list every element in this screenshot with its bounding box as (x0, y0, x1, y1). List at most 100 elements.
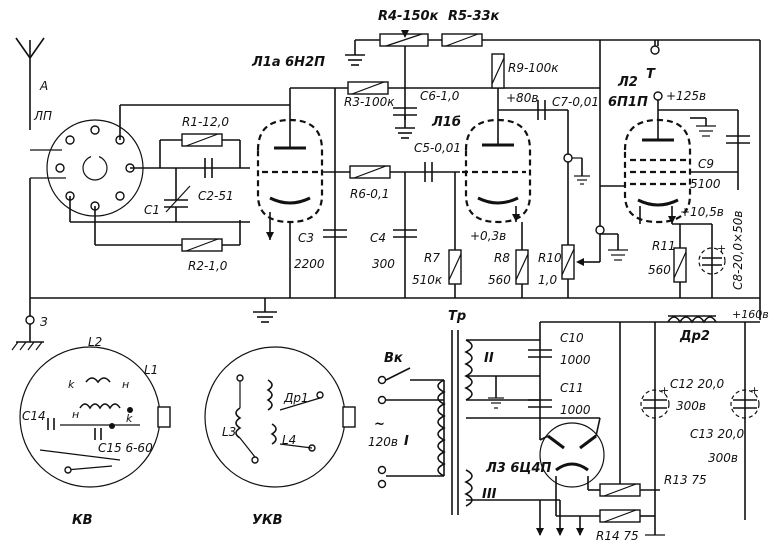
capacitor-c11 (528, 399, 552, 408)
c4-value: 300 (372, 257, 395, 271)
resistor-r14 (599, 509, 641, 523)
c11-label: C11 (560, 381, 584, 395)
r2-label: R2-1,0 (188, 259, 228, 273)
tube-l1b (462, 88, 532, 224)
winding-2-label: II (484, 351, 494, 366)
l2-name-label: Л2 (617, 75, 638, 90)
ukv-coil-unit (204, 346, 356, 488)
r6-label: R6-0,1 (350, 187, 389, 201)
choke-label: Др2 (679, 329, 710, 344)
resistor-r2 (181, 238, 223, 252)
c8-label: C8-20,0×50в (731, 211, 745, 290)
c5-label: C5-0,01 (414, 141, 461, 155)
tube-l1a (256, 105, 324, 298)
tube-l3 (539, 422, 605, 490)
kv-k1-label: k (68, 378, 75, 391)
r10-value: 1,0 (538, 273, 557, 287)
c12-label: C12 20,0 (670, 377, 725, 391)
ground-terminal-label: З (40, 315, 48, 329)
ukv-l4-label: L4 (282, 433, 296, 447)
capacitor-c2 (204, 158, 213, 178)
r3-label: R3-100к (344, 95, 395, 109)
kv-h1-label: н (122, 378, 129, 391)
kv-k2-label: k (126, 412, 133, 425)
resistor-r6 (349, 165, 391, 179)
c3-label: C3 (298, 231, 314, 245)
ukv-l3-label: L3 (222, 425, 236, 439)
r9-label: R9-100к (508, 61, 559, 75)
r4-label: R4-150к (378, 9, 440, 24)
band-switch-socket (30, 119, 144, 217)
l3-label: Л3 6Ц4П (485, 461, 552, 476)
capacitor-c5 (424, 162, 433, 182)
r11-value: 560 (648, 263, 671, 277)
c1-label: C1 (144, 203, 160, 217)
resistor-r7 (448, 249, 462, 285)
kv-title: КВ (72, 513, 93, 528)
l1a-label: Л1а 6Н2П (251, 55, 325, 70)
c7-label: C7-0,01 (552, 95, 599, 109)
transformer-label: Тр (448, 309, 466, 324)
resistor-r1 (181, 133, 223, 147)
r10-label: R10 (538, 251, 562, 265)
c13-value: 300в (708, 451, 738, 465)
antenna-label: А (39, 79, 48, 93)
v160-label: +160в (732, 308, 769, 321)
kv-h2-label: н (72, 408, 79, 421)
c10-label: C10 (560, 331, 584, 345)
kv-l2-label: L2 (88, 335, 102, 349)
resistor-r9 (491, 53, 505, 89)
ukv-dr1-label: Др1 (283, 391, 309, 405)
resistor-r11 (673, 247, 687, 283)
c10-value: 1000 (560, 353, 591, 367)
antenna (15, 37, 45, 130)
capacitor-c12: + (640, 384, 670, 419)
capacitor-c6 (393, 107, 417, 139)
kv-coil-unit (19, 346, 171, 488)
c6-label: C6-1,0 (420, 89, 460, 103)
tube-l2 (623, 100, 692, 224)
resistor-r13 (599, 483, 641, 497)
capacitor-c7 (537, 100, 546, 120)
l2-type-label: 6П1П (608, 95, 648, 110)
transformer (437, 330, 473, 515)
c13-label: C13 20,0 (690, 427, 745, 441)
c9-value: 5100 (690, 177, 721, 191)
c14-label: C14 (22, 409, 46, 423)
svg-text:+: + (717, 242, 726, 255)
c3-value: 2200 (294, 257, 325, 271)
resistor-r5 (441, 33, 483, 47)
winding-3-label: III (482, 487, 497, 502)
c11-value: 1000 (560, 403, 591, 417)
capacitor-c13: + (730, 384, 760, 419)
c2-label: C2-51 (198, 189, 234, 203)
choke-dr2 (667, 315, 717, 324)
r13-label: R13 75 (664, 473, 707, 487)
capacitor-c10 (528, 349, 552, 358)
v03-label: +0,3в (470, 229, 506, 243)
r7-label: R7 (424, 251, 440, 265)
v125-label: +125в (666, 89, 706, 103)
resistor-r4 (379, 30, 429, 47)
c12-value: 300в (676, 399, 706, 413)
c4-label: C4 (370, 231, 386, 245)
band-switch-label: ЛП (33, 109, 52, 123)
capacitor-c1 (164, 168, 191, 222)
r14-label: R14 75 (596, 529, 639, 543)
r8-value: 560 (488, 273, 511, 287)
capacitor-c4 (393, 229, 417, 238)
r7-value: 510к (412, 273, 443, 287)
c15-label: C15 6-60 (98, 441, 153, 455)
switch-label: Вк (384, 351, 404, 366)
resistor-r3 (347, 81, 389, 95)
r1-label: R1-12,0 (182, 115, 229, 129)
phones-label: Т (646, 67, 656, 82)
r8-label: R8 (494, 251, 510, 265)
potentiometer-r10 (561, 244, 584, 280)
l1b-label: Л1б (431, 115, 461, 130)
capacitor-c3 (323, 229, 347, 238)
kv-l1-label: L1 (144, 363, 158, 377)
ukv-title: УКВ (252, 513, 283, 528)
svg-text:+: + (660, 384, 669, 397)
